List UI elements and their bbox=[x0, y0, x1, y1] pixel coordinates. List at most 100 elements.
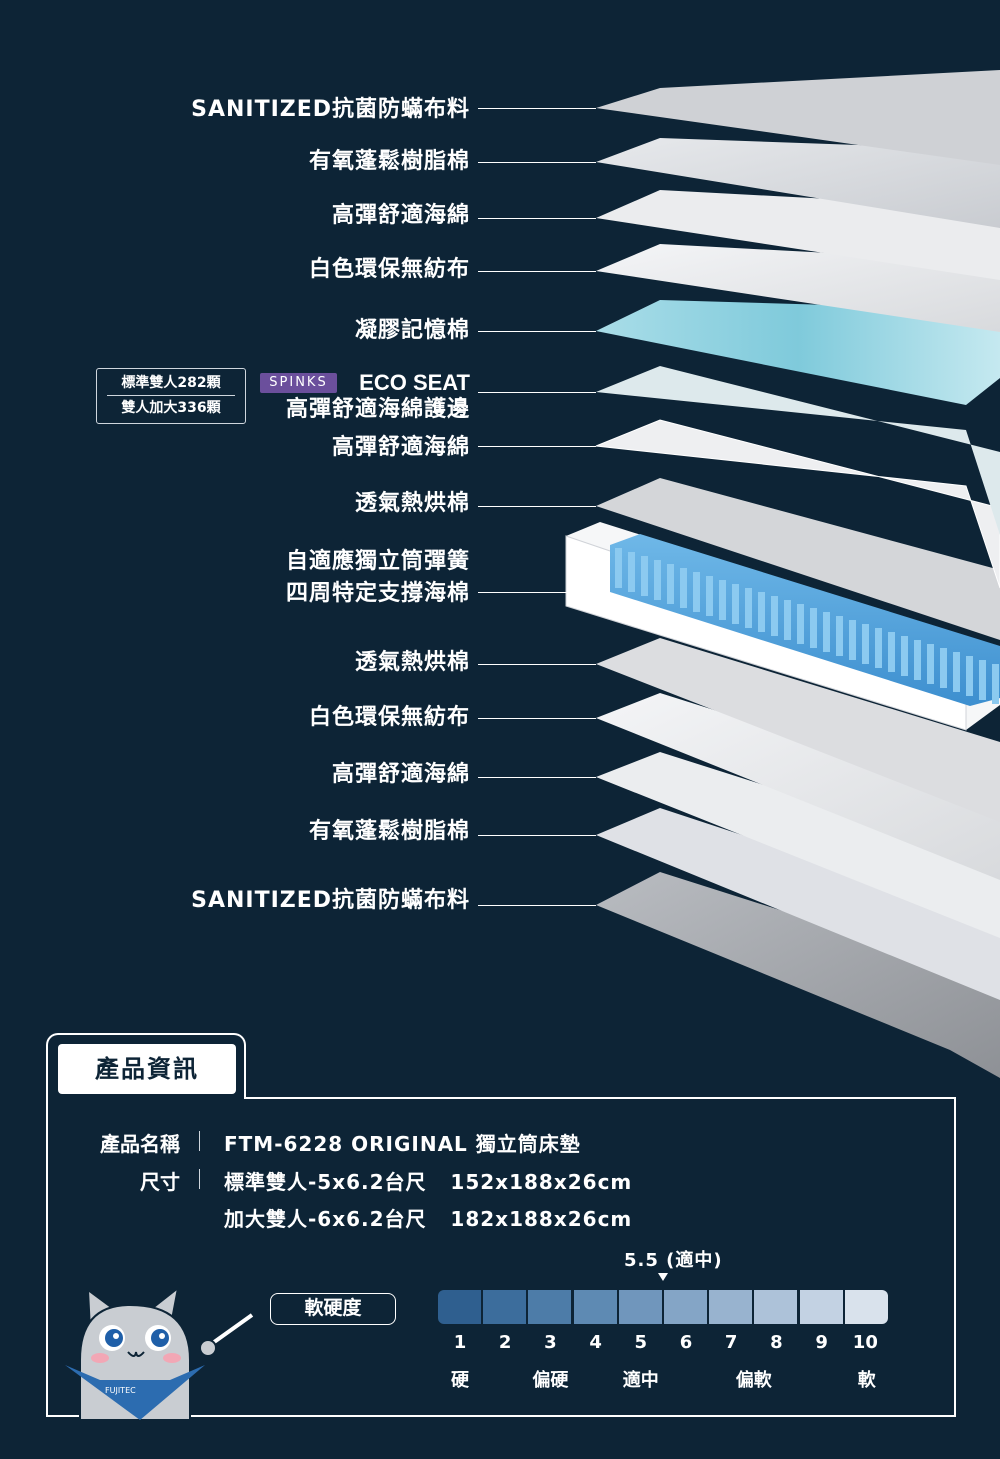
layer-label-hotair-bottom: 透氣熱烘棉 bbox=[354, 650, 470, 675]
firmness-segment bbox=[709, 1290, 753, 1324]
product-info-tab: 產品資訊 bbox=[58, 1044, 236, 1094]
firmness-scale-number: 3 bbox=[544, 1332, 557, 1353]
spring-coil bbox=[706, 576, 713, 616]
layer-hotair-top bbox=[596, 478, 1000, 640]
spring-coil bbox=[979, 660, 986, 700]
spring-coil bbox=[758, 592, 765, 632]
layer-label-springs: 自適應獨立筒彈簧 bbox=[285, 549, 470, 574]
cat-mascot-icon: FUJITEC bbox=[65, 1285, 254, 1420]
firmness-scale-number: 7 bbox=[724, 1332, 738, 1353]
layer-foam-mid bbox=[595, 419, 1000, 589]
firmness-segment bbox=[799, 1290, 843, 1324]
firmness-segment bbox=[483, 1290, 527, 1324]
product-name-value: FTM-6228 ORIGINAL 獨立筒床墊 bbox=[224, 1132, 581, 1156]
firmness-segment bbox=[664, 1290, 707, 1324]
layer-sanitized-bottom bbox=[596, 872, 1000, 1078]
spring-coil bbox=[719, 580, 726, 620]
spring-coil bbox=[940, 648, 947, 688]
firmness-scale-number: 6 bbox=[679, 1332, 693, 1353]
leader-line bbox=[478, 331, 596, 332]
firmness-scale-word: 硬 bbox=[451, 1370, 469, 1391]
layer-nonwoven-bottom bbox=[596, 693, 1000, 880]
firmness-segment bbox=[754, 1290, 798, 1324]
spring-coil bbox=[901, 636, 908, 676]
layer-label-resin-bottom: 有氧蓬鬆樹脂棉 bbox=[308, 819, 470, 844]
size-key: 尺寸 bbox=[140, 1170, 180, 1194]
layer-foam-bottom bbox=[596, 752, 1000, 938]
firmness-segment bbox=[618, 1290, 662, 1324]
firmness-rating: 5.5 (適中) bbox=[624, 1250, 723, 1271]
spring-coil bbox=[641, 556, 648, 596]
layer-nonwoven-top bbox=[596, 244, 1000, 332]
layer-label-support-foam: 四周特定支撐海棉 bbox=[285, 581, 470, 606]
firmness-scale-word: 適中 bbox=[622, 1370, 659, 1391]
firmness-scale-number: 8 bbox=[770, 1332, 783, 1353]
firmness-scale-word: 偏軟 bbox=[735, 1370, 772, 1391]
firmness-scale-number: 10 bbox=[852, 1332, 878, 1353]
spring-coil bbox=[836, 616, 843, 656]
leader-line bbox=[478, 218, 596, 219]
spring-unit bbox=[565, 522, 1000, 731]
spring-coil bbox=[615, 548, 622, 588]
leader-line bbox=[478, 718, 596, 719]
firmness-segment bbox=[528, 1290, 572, 1324]
product-name-key: 產品名稱 bbox=[100, 1132, 180, 1156]
leader-line bbox=[478, 162, 596, 163]
spring-coil bbox=[966, 656, 973, 696]
layer-sanitized-top bbox=[596, 70, 1000, 165]
layer-label-foam-edge: 高彈舒適海綿護邊 bbox=[285, 397, 470, 422]
spring-coil bbox=[888, 632, 895, 672]
firmness-scale-number: 2 bbox=[498, 1332, 512, 1353]
layer-label-foam-mid: 高彈舒適海綿 bbox=[331, 435, 470, 460]
spring-count-box: 標準雙人282顆 雙人加大336顆 bbox=[96, 368, 246, 424]
leader-line bbox=[478, 108, 596, 109]
spring-coil bbox=[745, 588, 752, 628]
firmness-scale-number: 1 bbox=[453, 1332, 467, 1353]
layer-label-nonwoven-bottom: 白色環保無紡布 bbox=[308, 705, 470, 730]
spring-coil bbox=[797, 604, 804, 644]
layer-label-gel-memory: 凝膠記憶棉 bbox=[354, 318, 470, 343]
spring-coil bbox=[732, 584, 739, 624]
leader-line bbox=[478, 592, 596, 593]
layer-label-foam-bottom: 高彈舒適海綿 bbox=[331, 762, 470, 787]
mascot-badge: FUJITEC bbox=[105, 1386, 136, 1395]
spring-coil bbox=[862, 624, 869, 664]
spring-coil bbox=[849, 620, 856, 660]
layer-label-sanitized-bottom: SANITIZED抗菌防蟎布料 bbox=[191, 888, 470, 913]
spring-coil bbox=[927, 644, 934, 684]
firmness-scale-number: 5 bbox=[634, 1332, 648, 1353]
layer-label-nonwoven-top: 白色環保無紡布 bbox=[308, 257, 470, 282]
layer-label-foam-top: 高彈舒適海綿 bbox=[331, 203, 470, 228]
leader-line bbox=[478, 835, 596, 836]
firmness-scale-word: 軟 bbox=[857, 1370, 876, 1391]
firmness-scale-number: 4 bbox=[589, 1332, 602, 1353]
layer-label-resin-top: 有氧蓬鬆樹脂棉 bbox=[308, 149, 470, 174]
leader-line bbox=[478, 777, 596, 778]
spring-coil bbox=[628, 552, 635, 592]
spring-coil bbox=[810, 608, 817, 648]
leader-line bbox=[478, 905, 596, 906]
separator bbox=[199, 1131, 200, 1151]
firmness-scale-word: 偏硬 bbox=[532, 1370, 569, 1391]
spring-coil bbox=[992, 664, 999, 704]
leader-line bbox=[478, 271, 596, 272]
firmness-segment bbox=[844, 1290, 888, 1324]
separator bbox=[199, 1169, 200, 1189]
firmness-label: 軟硬度 bbox=[270, 1293, 396, 1325]
size-king: 加大雙人-6x6.2台尺 182x188x26cm bbox=[224, 1207, 633, 1231]
layer-label-hotair-top: 透氣熱烘棉 bbox=[354, 491, 470, 516]
leader-line bbox=[478, 392, 596, 393]
layer-resin-bottom bbox=[596, 808, 1000, 1000]
spring-coil bbox=[914, 640, 921, 680]
product-info-panel bbox=[46, 1097, 956, 1417]
spring-coil bbox=[654, 560, 661, 600]
layer-foam-top bbox=[596, 190, 1000, 280]
firmness-segment bbox=[438, 1290, 481, 1324]
spring-count-king: 雙人加大336顆 bbox=[121, 400, 221, 416]
layer-resin-top bbox=[596, 138, 1000, 228]
layer-label-sanitized-top: SANITIZED抗菌防蟎布料 bbox=[191, 97, 470, 122]
spring-count-standard: 標準雙人282顆 bbox=[107, 371, 235, 396]
spring-coil bbox=[875, 628, 882, 668]
firmness-scale-number: 9 bbox=[815, 1332, 828, 1353]
